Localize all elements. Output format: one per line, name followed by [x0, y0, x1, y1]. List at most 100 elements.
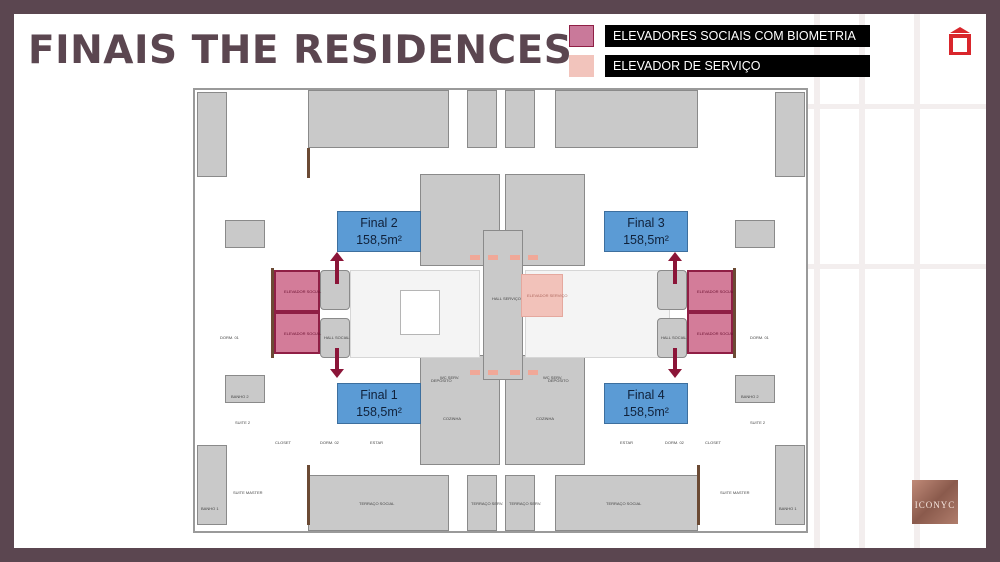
bathroom	[735, 220, 775, 248]
room-label: BANHO 1	[779, 506, 797, 511]
social-elevator: ELEVADOR SOCIAL	[687, 270, 735, 312]
floor-plan: TERRAÇO SOCIAL TERRAÇO SOCIAL TERRAÇO SE…	[193, 88, 808, 533]
social-elevator: ELEVADOR SOCIAL	[274, 312, 322, 354]
arrow-down-icon	[668, 348, 682, 378]
room-label: SUITE 2	[750, 420, 766, 425]
page-title: FINAIS THE RESIDENCES	[28, 28, 573, 73]
wall	[307, 148, 310, 178]
room-label: ESTAR	[370, 440, 384, 445]
terrace-top-left	[308, 90, 449, 148]
room-label: DORM. 01	[220, 335, 239, 340]
room-label: ELEVADOR SERVIÇO	[527, 293, 568, 298]
room-label: DORM. 02	[320, 440, 339, 445]
wall	[307, 465, 310, 525]
social-elevator: ELEVADOR SOCIAL	[687, 312, 735, 354]
room-label: SUITE MASTER	[233, 490, 263, 495]
legend-social-elevators: ELEVADORES SOCIAIS COM BIOMETRIA	[569, 25, 870, 47]
room-label: DORM. 02	[665, 440, 684, 445]
service-arrow	[510, 370, 538, 375]
room-label: BANHO 1	[201, 506, 219, 511]
bathroom: BANHO 2	[225, 375, 265, 403]
bathroom: BANHO 2	[735, 375, 775, 403]
unit-name: Final 4	[627, 388, 665, 402]
room-label: TERRAÇO SOCIAL	[359, 501, 395, 506]
arrow-up-icon	[330, 252, 344, 284]
unit-area: 158,5m²	[623, 233, 669, 247]
room-label: TERRAÇO SOCIAL	[606, 501, 642, 506]
room-label: CLOSET	[275, 440, 292, 445]
legend-label: ELEVADOR DE SERVIÇO	[605, 55, 870, 77]
room-label: WC SERV.	[440, 375, 460, 380]
wall	[697, 465, 700, 525]
room-label: ELEVADOR SOCIAL	[284, 289, 322, 294]
room-label: HALL SERVIÇO	[492, 296, 521, 301]
unit-area: 158,5m²	[356, 233, 402, 247]
bathroom: BANHO 1	[197, 445, 227, 525]
room-label: ELEVADOR SOCIAL	[697, 331, 735, 336]
service-arrow	[470, 370, 498, 375]
service-terrace	[505, 90, 535, 148]
room-label: DEPÓSITO	[548, 378, 569, 383]
room-label: SUITE MASTER	[720, 490, 750, 495]
unit-final-3: Final 3 158,5m²	[604, 211, 688, 252]
decor-line	[814, 14, 820, 548]
service-arrow	[470, 255, 498, 260]
room-label: WC SERV.	[543, 375, 563, 380]
room-label: DORM. 01	[750, 335, 769, 340]
room-label: HALL SOCIAL	[324, 335, 350, 340]
legend-swatch	[569, 55, 594, 77]
room-label: HALL SOCIAL	[661, 335, 687, 340]
room-label: ELEVADOR SOCIAL	[284, 331, 322, 336]
room-label: TERRAÇO SERV.	[509, 501, 542, 506]
stairs	[400, 290, 440, 335]
arrow-up-icon	[668, 252, 682, 284]
room-label: DEPÓSITO	[431, 378, 452, 383]
room-label: COZINHA	[536, 416, 554, 421]
bathroom	[775, 92, 805, 177]
unit-name: Final 1	[360, 388, 398, 402]
service-arrow	[510, 255, 538, 260]
room-label: CLOSET	[705, 440, 722, 445]
service-terrace: TERRAÇO SERV.	[467, 475, 503, 531]
unit-final-4: Final 4 158,5m²	[604, 383, 688, 424]
unit-name: Final 3	[627, 216, 665, 230]
arrow-down-icon	[330, 348, 344, 378]
room-label: ELEVADOR SOCIAL	[697, 289, 735, 294]
legend-swatch	[569, 25, 594, 47]
bathroom	[197, 92, 227, 177]
legend-service-elevator: ELEVADOR DE SERVIÇO	[569, 55, 870, 77]
unit-final-2: Final 2 158,5m²	[337, 211, 421, 252]
wall	[271, 268, 274, 358]
service-elevator: ELEVADOR SERVIÇO	[521, 274, 568, 317]
service-terrace	[467, 90, 497, 148]
wall	[733, 268, 736, 358]
hall-social	[657, 270, 687, 310]
decor-line	[859, 14, 865, 548]
decor-line	[804, 264, 986, 269]
terrace-top-right	[555, 90, 698, 148]
brand-logo: ICONYC	[912, 480, 958, 524]
hall-social: HALL SOCIAL	[657, 318, 687, 358]
social-elevator: ELEVADOR SOCIAL	[274, 270, 322, 312]
room-label: BANHO 2	[231, 394, 249, 399]
decor-line	[804, 104, 986, 109]
terrace-bottom-left: TERRAÇO SOCIAL	[308, 475, 449, 531]
slide: FINAIS THE RESIDENCES ELEVADORES SOCIAIS…	[14, 14, 986, 548]
room-label: ESTAR	[620, 440, 634, 445]
unit-area: 158,5m²	[623, 405, 669, 419]
room-label: TERRAÇO SERV.	[471, 501, 504, 506]
room-label: COZINHA	[443, 416, 461, 421]
decor-line	[914, 14, 920, 548]
brand-name: ICONYC	[914, 500, 956, 510]
room-label: BANHO 2	[741, 394, 759, 399]
service-hall: HALL SERVIÇO	[483, 230, 523, 380]
bathroom	[225, 220, 265, 248]
legend-label: ELEVADORES SOCIAIS COM BIOMETRIA	[605, 25, 870, 47]
room-label: SUITE 2	[235, 420, 251, 425]
terrace-bottom-right: TERRAÇO SOCIAL	[555, 475, 698, 531]
bathroom: BANHO 1	[775, 445, 805, 525]
brand-logo-icon	[949, 27, 971, 55]
service-terrace: TERRAÇO SERV.	[505, 475, 541, 531]
unit-name: Final 2	[360, 216, 398, 230]
